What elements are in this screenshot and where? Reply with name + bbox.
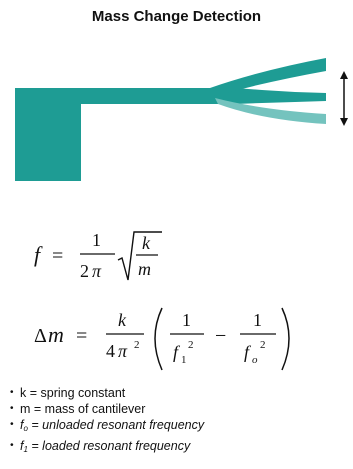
eq2-fo: f <box>244 342 252 362</box>
mass-change-equation: Δ m = k 4 π 2 1 f 1 2 − 1 f o 2 <box>34 307 290 371</box>
definition-text: = loaded resonant frequency <box>27 438 191 453</box>
definitions-list: k = spring constant m = mass of cantilev… <box>10 385 204 458</box>
definition-symbol: f <box>20 418 24 433</box>
cantilever-diagram <box>15 58 348 181</box>
definition-sub: 1 <box>23 444 28 454</box>
sqrt-radical <box>117 231 162 281</box>
eq1-equals: = <box>52 245 63 267</box>
eq2-f1: f <box>173 342 181 362</box>
definition-symbol: f <box>20 438 24 453</box>
eq2-den-coef: 4 <box>106 341 115 361</box>
definition-item: f1 = loaded resonant frequency <box>10 438 204 458</box>
eq2-one-a: 1 <box>182 310 191 330</box>
eq1-den-pi: π <box>92 261 102 281</box>
cantilever-beam <box>81 88 326 104</box>
eq2-fo-exp: 2 <box>260 339 266 351</box>
eq2-right-paren <box>281 307 290 371</box>
frequency-equation: f = 1 2 π k m <box>34 230 162 281</box>
eq1-lhs: f <box>34 242 43 267</box>
eq2-f1-sub: 1 <box>181 354 187 366</box>
definition-text: = spring constant <box>26 386 126 400</box>
eq1-rad-num: k <box>142 233 151 253</box>
definition-sub: o <box>23 424 28 434</box>
eq2-m: m <box>48 322 64 347</box>
eq2-numerator: k <box>118 310 127 330</box>
eq2-one-b: 1 <box>253 310 262 330</box>
double-arrow-icon <box>340 71 348 126</box>
cantilever-deflected-down <box>215 98 326 124</box>
diagram-title: Mass Change Detection <box>91 8 262 25</box>
eq2-left-paren <box>154 307 163 371</box>
eq2-f1-exp: 2 <box>188 339 194 351</box>
eq1-numerator: 1 <box>92 230 101 250</box>
cantilever-deflected-up <box>210 58 326 96</box>
eq2-equals: = <box>76 325 87 347</box>
eq1-den-coef: 2 <box>80 261 89 281</box>
definition-symbol: k <box>20 386 27 400</box>
definition-item: fo = unloaded resonant frequency <box>10 417 204 437</box>
definition-item: k = spring constant <box>10 385 204 401</box>
eq2-den-exp: 2 <box>134 339 140 351</box>
eq2-minus: − <box>215 325 226 347</box>
eq1-rad-den: m <box>138 259 151 279</box>
eq2-den-pi: π <box>118 341 128 361</box>
definition-text: = unloaded resonant frequency <box>27 418 205 433</box>
cantilever-base <box>15 88 81 181</box>
definition-item: m = mass of cantilever <box>10 401 204 417</box>
definition-text: = mass of cantilever <box>30 402 146 417</box>
definition-symbol: m <box>20 402 31 417</box>
eq2-fo-sub: o <box>252 354 258 366</box>
eq2-delta: Δ <box>34 325 47 347</box>
